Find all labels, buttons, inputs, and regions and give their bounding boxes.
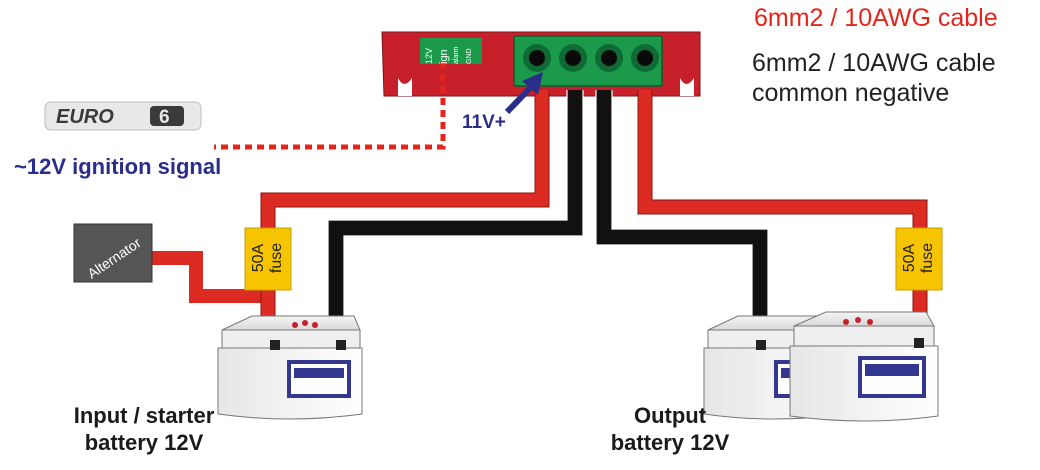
- euro-6-badge-icon: EURO 6: [44, 101, 202, 131]
- input-negative-cable: [328, 90, 583, 330]
- input-battery-label: Input / starter battery 12V: [44, 402, 244, 456]
- output-fuse: [895, 227, 943, 291]
- output-positive-cable: [638, 90, 927, 330]
- output-battery-2: [789, 311, 939, 422]
- terminal-label-alarm: alarm: [453, 46, 460, 64]
- charger-device: [381, 31, 701, 97]
- black-cable-legend-line1: 6mm2 / 10AWG cable: [752, 49, 996, 77]
- voltage-label: 11V+: [462, 112, 506, 133]
- red-cable-legend: 6mm2 / 10AWG cable: [754, 4, 998, 32]
- power-connector: [513, 35, 663, 87]
- signal-terminal-block: [420, 38, 482, 64]
- output-fuse-label: 50A fuse: [901, 226, 937, 290]
- output-fuse-rating: 50A: [901, 243, 918, 273]
- input-battery-label-line2: battery 12V: [84, 430, 204, 455]
- black-cable-legend-line2: common negative: [752, 79, 950, 107]
- ignition-signal-wire: [214, 62, 446, 150]
- euro-badge-number: 6: [159, 107, 170, 128]
- output-negative-cable: [596, 90, 768, 330]
- black-cables: [328, 90, 768, 330]
- output-battery-label-line2: battery 12V: [610, 430, 730, 455]
- alternator-cable: [150, 251, 268, 303]
- output-fuse-word: fuse: [919, 242, 936, 274]
- output-battery-label-line1: Output: [633, 403, 707, 428]
- alternator: [73, 223, 153, 283]
- input-battery-label-line1: Input / starter: [73, 403, 215, 428]
- input-fuse-label: 50A fuse: [250, 226, 286, 290]
- input-fuse-word: fuse: [268, 242, 285, 274]
- black-cable-legend: 6mm2 / 10AWG cable common negative: [752, 48, 996, 108]
- terminal-label-gnd: GND: [466, 48, 473, 64]
- terminal-label-12v: 12V: [424, 47, 434, 64]
- input-fuse-rating: 50A: [250, 243, 267, 273]
- connector-screws: [523, 44, 659, 72]
- ignition-signal-label: ~12V ignition signal: [14, 154, 222, 179]
- terminal-label-ign: ign: [438, 49, 450, 64]
- input-battery: [217, 315, 363, 420]
- output-battery-label: Output battery 12V: [590, 402, 750, 456]
- input-fuse: [244, 227, 292, 291]
- euro-badge-text: EURO: [56, 106, 114, 128]
- voltage-arrow: [504, 72, 543, 115]
